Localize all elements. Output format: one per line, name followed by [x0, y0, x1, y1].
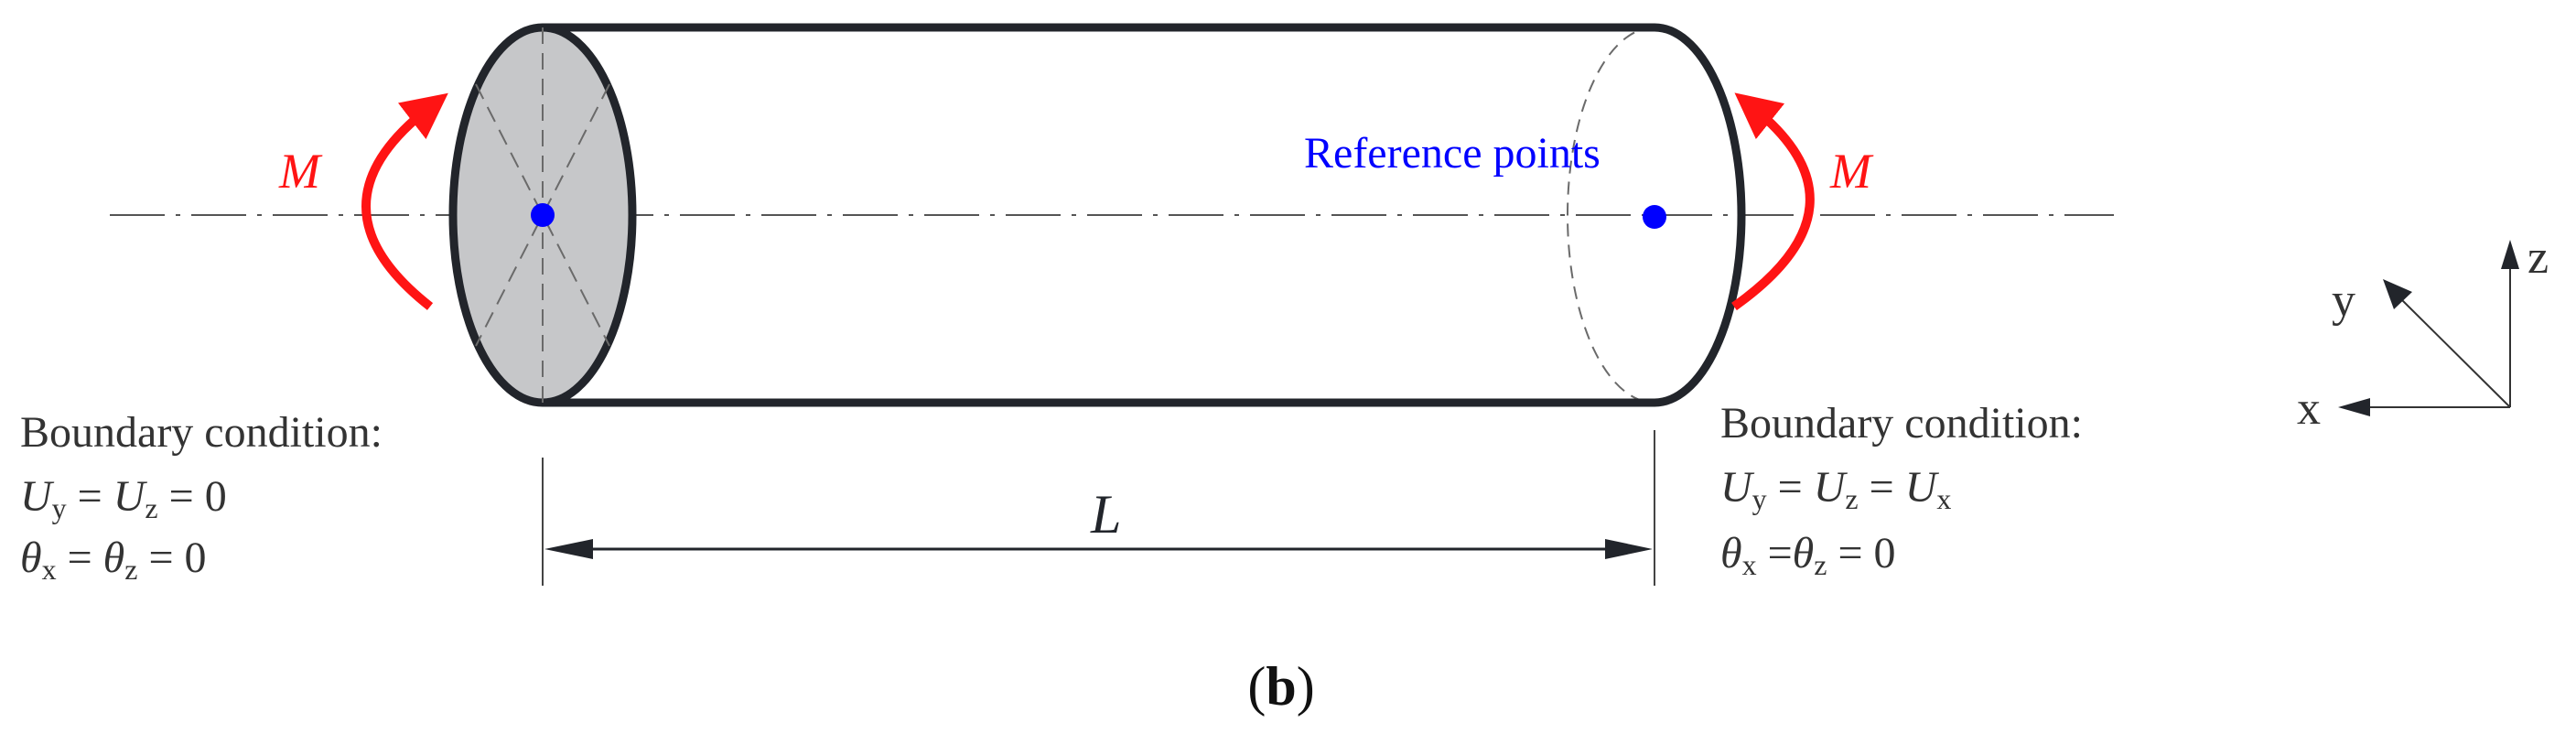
- right-boundary-condition: Boundary condition: Uy = Uz = Ux θx =θz …: [1720, 399, 2083, 581]
- length-label: L: [1090, 484, 1121, 545]
- length-arrow-right: [1605, 539, 1653, 559]
- right-moment-arrow: [1731, 92, 1815, 311]
- reference-points-label: Reference points: [1304, 129, 1601, 178]
- right-moment-label: M: [1829, 144, 1874, 199]
- right-boundary-line1: Uy = Uz = Ux: [1720, 463, 1951, 515]
- right-reference-point: [1643, 205, 1666, 229]
- left-boundary-condition: Boundary condition: Uy = Uz = 0 θx = θz …: [20, 408, 383, 586]
- right-boundary-title: Boundary condition:: [1720, 399, 2083, 447]
- axis-y-label: y: [2332, 275, 2355, 327]
- right-end-hidden-edge: [1567, 27, 1655, 404]
- length-arrow-left: [544, 539, 593, 559]
- right-boundary-line2: θx =θz = 0: [1720, 529, 1896, 581]
- figure-caption: (b): [1247, 656, 1314, 717]
- axis-z-label: z: [2527, 232, 2549, 284]
- left-reference-point: [531, 203, 555, 227]
- left-boundary-title: Boundary condition:: [20, 408, 383, 457]
- right-end-visible-edge: [1654, 23, 1746, 407]
- coordinate-axes: [2338, 240, 2519, 416]
- length-dimension: [542, 430, 1655, 586]
- left-boundary-line1: Uy = Uz = 0: [20, 472, 227, 524]
- axis-x-label: x: [2297, 383, 2321, 435]
- left-boundary-line2: θx = θz = 0: [20, 534, 207, 586]
- left-moment-label: M: [278, 144, 323, 199]
- left-moment-arrow: [361, 92, 448, 310]
